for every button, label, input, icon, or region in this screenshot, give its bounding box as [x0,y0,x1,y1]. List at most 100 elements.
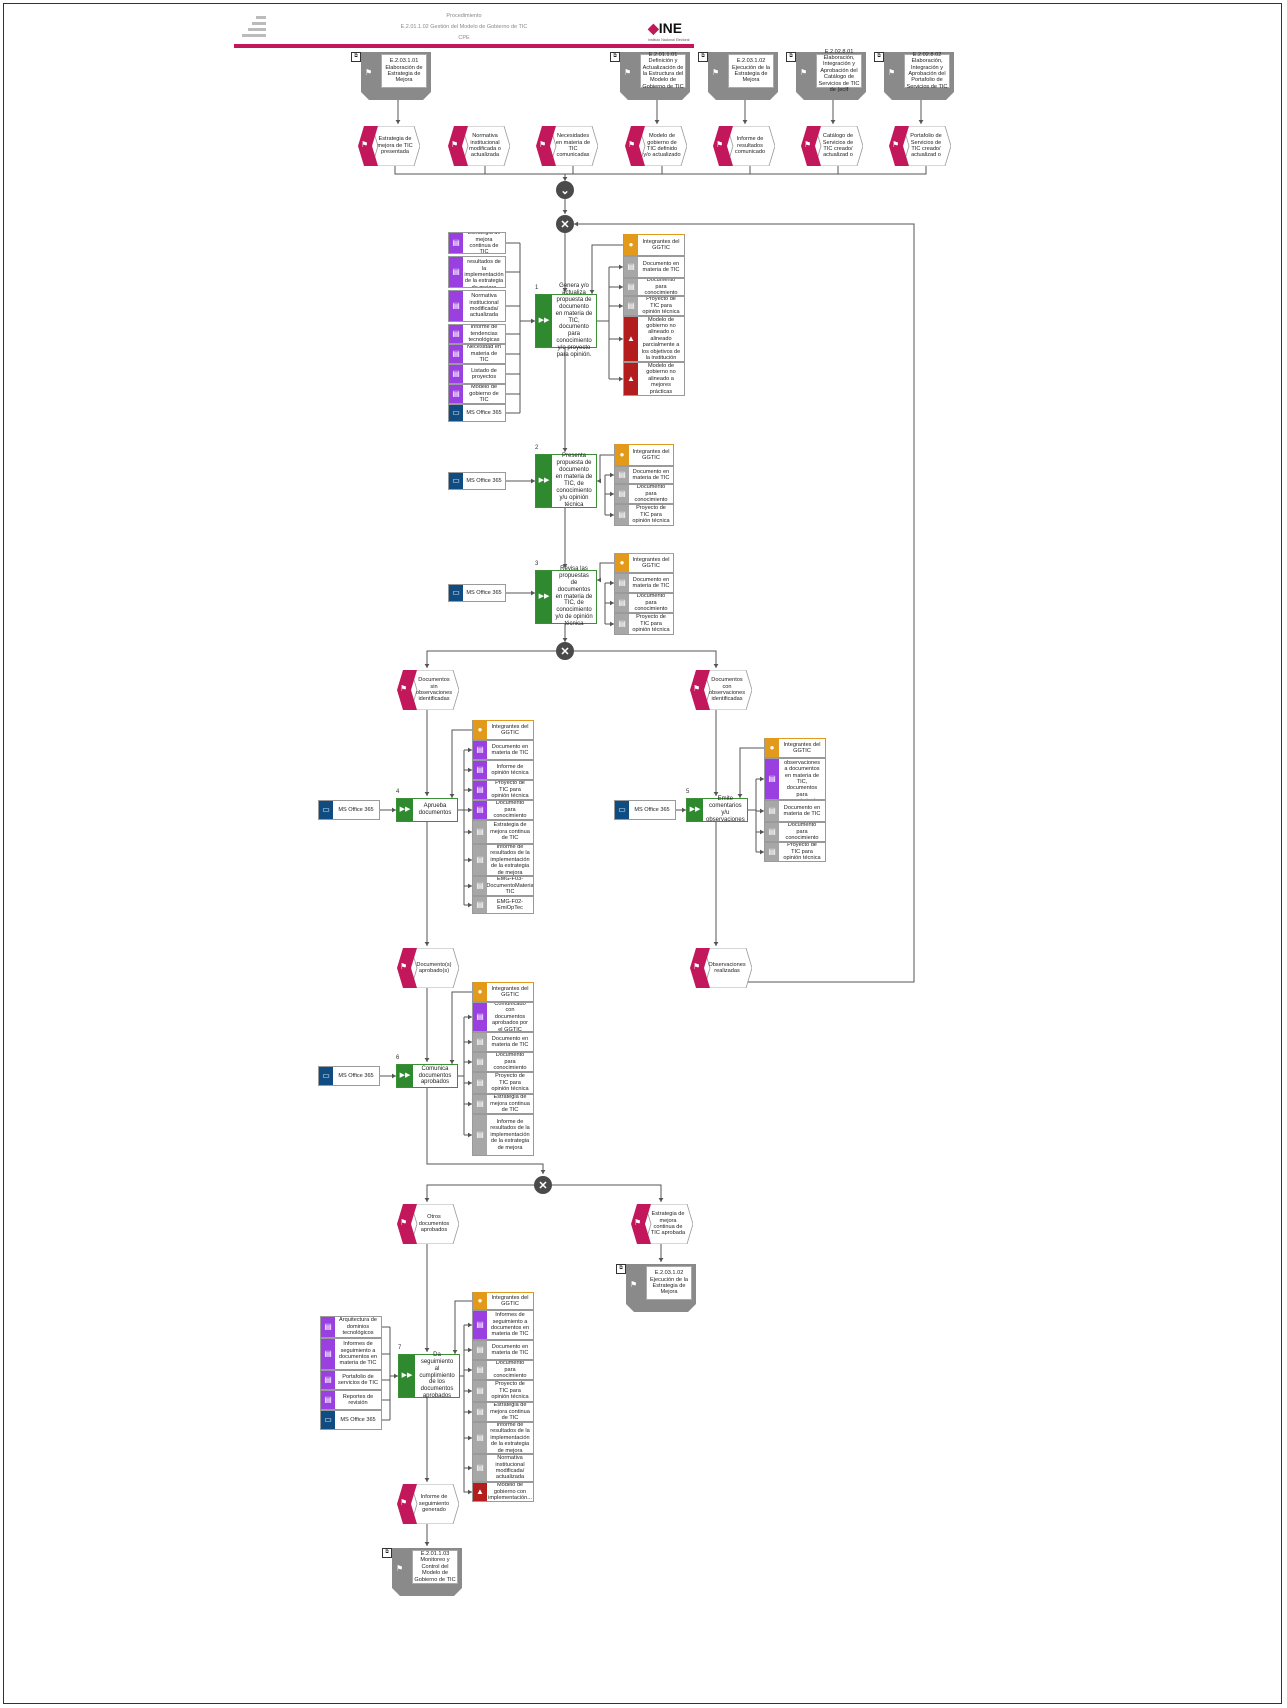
task5-output-2[interactable]: ▤Documento en materia de TIC [764,800,826,822]
task6-output-3[interactable]: ▤Documento para conocimiento [472,1052,534,1072]
task4-output-8[interactable]: ▤EMG-F02-EmiOpTec [472,896,534,914]
task6-output-6[interactable]: ▤Informe de resultados de la implementac… [472,1114,534,1156]
task3-output-2[interactable]: ▤Documento para conocimiento [614,593,674,613]
task6-role[interactable]: ●Integrantes del GGTIC [472,982,534,1002]
arrowhead [424,942,430,946]
task3-output-1[interactable]: ▤Documento en materia de TIC [614,573,674,593]
task4-role[interactable]: ●Integrantes del GGTIC [472,720,534,740]
task7-input-2[interactable]: ▤Informes de seguimiento a documentos en… [320,1338,382,1370]
task3-output-3[interactable]: ▤Proyecto de TIC para opinión técnica [614,613,674,635]
task2-output-3[interactable]: ▤Proyecto de TIC para opinión técnica [614,504,674,526]
interface-top-1[interactable]: ⚑⧉E.2.03.1.01 Elaboración de Estrategia … [351,52,431,100]
task5-system[interactable]: ▭MS Office 365 [614,800,676,820]
task2-role[interactable]: ●Integrantes del GGTIC [614,444,674,466]
task5-role[interactable]: ●Integrantes del GGTIC [764,738,826,758]
start-event-2[interactable]: ⚑Normativa institucional modificada o ac… [448,126,510,166]
task7-output-1[interactable]: ▤Informes de seguimiento a documentos en… [472,1310,534,1340]
task1-role[interactable]: ●Integrantes del GGTIC [623,234,685,256]
task-4[interactable]: ▶▶Aprueba documentos [396,798,458,822]
task4-system[interactable]: ▭MS Office 365 [318,800,380,820]
interface-monitoring[interactable]: ⚑⧉E.2.01.1.03 Monitoreo y Control del Mo… [382,1548,462,1596]
interface-strategy-execution[interactable]: ⚑⧉E.2.03.1.02 Ejecución de la Estrategia… [616,1264,696,1312]
task4-output-4[interactable]: ▤Documento para conocimiento [472,800,534,820]
start-event-1[interactable]: ⚑Estrategia de mejora de TIC presentada [358,126,420,166]
task1-input-4[interactable]: ▤Informe de tendencias tecnológicas [448,324,506,344]
task7-input-1[interactable]: ▤Arquitectura de dominios tecnológicos [320,1316,382,1338]
task7-risk[interactable]: ▲Modelo de gobierno con implementación..… [472,1482,534,1502]
task4-output-6[interactable]: ▤Informe de resultados de la implementac… [472,844,534,876]
task3-system[interactable]: ▭MS Office 365 [448,584,506,602]
task7-input-4[interactable]: ▤Reportes de revisión [320,1390,382,1410]
header-line-2: E.2.01.1.02 Gestión del Modelo de Gobier… [400,24,528,30]
interface-top-3[interactable]: ⚑⧉E.2.03.1.02 Ejecución de la Estrategia… [698,52,778,100]
connector [484,166,565,175]
event-strategy-approved[interactable]: ⚑Estrategia de mejora continua de TIC ap… [631,1204,693,1244]
task1-input-2[interactable]: ▤Informe de resultados de la implementac… [448,256,506,288]
task7-output-6[interactable]: ▤Informe de resultados de la implementac… [472,1422,534,1454]
task3-role[interactable]: ●Integrantes del GGTIC [614,553,674,573]
task7-role[interactable]: ●Integrantes del GGTIC [472,1292,534,1310]
task-2[interactable]: ▶▶Presenta propuesta de documento en mat… [535,453,597,508]
start-event-1-label: Estrategia de mejora de TIC presentada [377,136,413,156]
task5-output-4[interactable]: ▤Proyecto de TIC para opinión técnica [764,842,826,862]
task6-output-1[interactable]: ▤Comunicado con documentos aprobados por… [472,1002,534,1032]
task6-output-5[interactable]: ▤Estrategia de mejora continua de TIC [472,1094,534,1114]
task4-output-1[interactable]: ▤Documento en materia de TIC [472,740,534,760]
connector [739,747,764,798]
task-1[interactable]: ▶▶Genera y/o actualiza propuesta de docu… [535,283,597,358]
task5-output-1[interactable]: ▤Comentarios y/u observaciones a documen… [764,758,826,800]
task1-input-6[interactable]: ▤Listado de proyectos [448,364,506,384]
task1-risk-1[interactable]: ▲Modelo de gobierno no alineado o alinea… [623,316,685,362]
task1-input-5[interactable]: ▤Necesidad en materia de TIC [448,344,506,364]
task1-input-7[interactable]: ▤Modelo de gobierno de TIC [448,384,506,404]
task4-output-3[interactable]: ▤Proyecto de TIC para opinión técnica [472,780,534,800]
event-end[interactable]: ⚑Informe de seguimiento generado [397,1484,459,1524]
event-other-documents[interactable]: ⚑Otros documentos aprobados [397,1204,459,1244]
arrowhead [395,120,401,124]
task2-output-2[interactable]: ▤Documento para conocimiento [614,484,674,504]
arrowhead [760,849,764,855]
task6-output-4[interactable]: ▤Proyecto de TIC para opinión técnica [472,1072,534,1094]
interface-top-5[interactable]: ⚑⧉E.2.02.8.02 Elaboración, Integración y… [874,52,954,100]
interface-top-4[interactable]: ⚑⧉E.2.02.8.01 Elaboración, Integración y… [786,49,866,100]
task1-risk-2[interactable]: ▲Modelo de gobierno no alineado a mejore… [623,362,685,396]
start-event-5[interactable]: ⚑Informe de resultados comunicado [713,126,775,166]
start-event-4[interactable]: ⚑Modelo de gobierno de TIC definido y/o … [625,126,687,166]
task1-input-1[interactable]: ▤Estrategia de mejora continua de TIC [448,232,506,254]
interface-top-2[interactable]: ⚑⧉E.2.01.1.01 Definición y Actualización… [610,52,690,100]
task-5[interactable]: ▶▶Emite comentarios y/u observaciones [686,796,748,823]
event-observations-made[interactable]: ⚑Observaciones realizadas [690,948,752,988]
task1-input-8[interactable]: ▭MS Office 365 [448,404,506,422]
task1-input-3[interactable]: ▤Normativa institucional modificada/ act… [448,290,506,322]
task-7[interactable]: ▶▶Da seguimiento al cumplimiento de los … [398,1352,460,1399]
task4-output-7[interactable]: ▤EMG-F03-DocumentoMateria TIC [472,876,534,896]
task1-output-2[interactable]: ▤Documento para conocimiento [623,278,685,296]
event-no-observations[interactable]: ⚑Documentos sin observaciones identifica… [397,670,459,710]
task1-output-1[interactable]: ▤Documento en materia de TIC [623,256,685,278]
start-event-6[interactable]: ⚑Catálogo de Servicios de TIC creado/ ac… [801,126,863,166]
task7-output-7[interactable]: ▤Normativa institucional modificada/ act… [472,1454,534,1482]
task4-output-2[interactable]: ▤Informe de opinión técnica [472,760,534,780]
task1-output-3[interactable]: ▤Proyecto de TIC para opinión técnica [623,296,685,316]
task7-output-4[interactable]: ▤Proyecto de TIC para opinión técnica [472,1380,534,1402]
event-with-observations[interactable]: ⚑Documentos con observaciones identifica… [690,670,752,710]
task6-system[interactable]: ▭MS Office 365 [318,1066,380,1086]
task7-input-3[interactable]: ▤Portafolio de servicios de TIC [320,1370,382,1390]
task4-output-5[interactable]: ▤Estrategia de mejora continua de TIC [472,820,534,844]
task7-output-2[interactable]: ▤Documento en materia de TIC [472,1340,534,1360]
activity-icon: ▶▶ [536,295,552,347]
event-documents-approved[interactable]: ⚑Documento(s) aprobado(s) [397,948,459,988]
task7-output-3[interactable]: ▤Documento para conocimiento [472,1360,534,1380]
task6-output-2[interactable]: ▤Documento en materia de TIC [472,1032,534,1052]
task5-output-3[interactable]: ▤Documento para conocimiento [764,822,826,842]
task7-input-5[interactable]: ▭MS Office 365 [320,1410,382,1430]
start-event-3[interactable]: ⚑Necesidades en materia de TIC comunicad… [536,126,598,166]
arrowhead [918,120,924,124]
task2-output-1[interactable]: ▤Documento en materia de TIC [614,466,674,484]
start-event-7[interactable]: ⚑Portafolio de Servicios de TIC creado/ … [889,126,951,166]
task2-system[interactable]: ▭MS Office 365 [448,472,506,490]
task-6[interactable]: ▶▶Comunica documentos aprobados [396,1064,458,1088]
task-3[interactable]: ▶▶Revisa las propuestas de documentos en… [535,566,597,627]
process-link-icon: ⧉ [351,52,361,62]
task7-output-5[interactable]: ▤Estrategia de mejora continua de TIC [472,1402,534,1422]
